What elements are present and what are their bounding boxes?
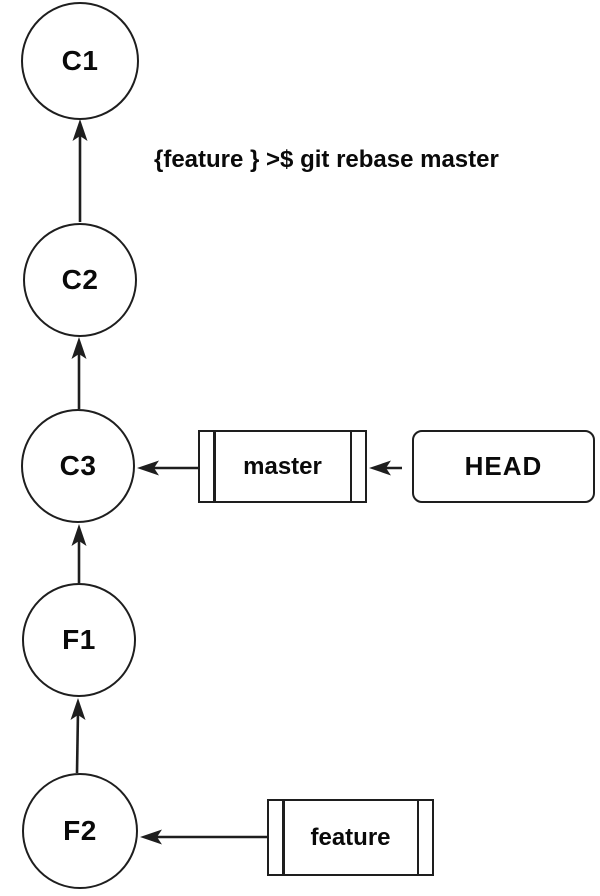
- command-text: {feature } >$ git rebase master: [154, 146, 499, 173]
- arrow-c3-to-c2: [71, 337, 87, 409]
- commit-node-c3: C3: [21, 409, 135, 523]
- arrow-master-to-c3: [137, 460, 198, 476]
- master-branch-box: master: [198, 430, 367, 503]
- commit-label-f1: F1: [62, 624, 96, 655]
- feature-branch-box: feature: [267, 799, 434, 876]
- arrow-head-to-master: [369, 460, 402, 476]
- arrow-c2-to-c1: [72, 119, 88, 222]
- arrow-feature-to-f2: [140, 829, 267, 845]
- master-branch-label: master: [243, 452, 322, 480]
- commit-label-c2: C2: [61, 264, 99, 295]
- commit-label-f2: F2: [63, 815, 97, 846]
- head-pointer-label: HEAD: [464, 451, 543, 481]
- commit-node-c1: C1: [21, 2, 139, 120]
- arrow-f2-to-f1: [70, 698, 86, 774]
- feature-branch-label: feature: [310, 823, 391, 851]
- commit-node-f2: F2: [22, 773, 138, 889]
- arrow-f1-to-c3: [71, 524, 87, 583]
- commit-label-c3: C3: [59, 450, 97, 481]
- double-bar-right: [416, 801, 419, 874]
- commit-node-c2: C2: [23, 223, 137, 337]
- head-pointer-box: HEAD: [412, 430, 595, 503]
- commit-node-f1: F1: [22, 583, 136, 697]
- double-bar-left: [282, 801, 285, 874]
- double-bar-right: [349, 432, 352, 501]
- double-bar-left: [213, 432, 216, 501]
- commit-label-c1: C1: [61, 45, 99, 76]
